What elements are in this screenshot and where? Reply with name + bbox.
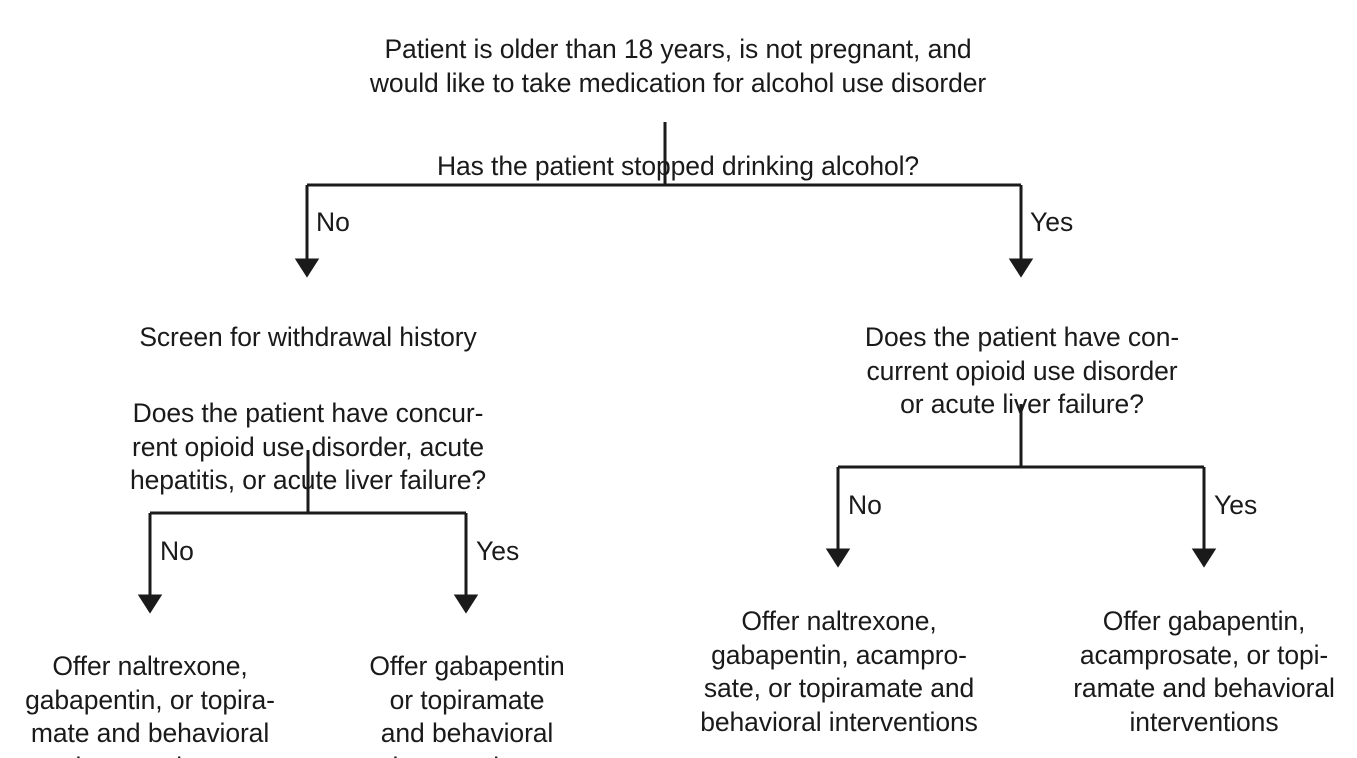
node-outcome-naltrexone-acamprosate: Offer naltrexone, gabapentin, acampro- s…	[664, 572, 1014, 758]
node-outcome-4-text: Offer gabapentin, acamprosate, or topi- …	[1073, 606, 1335, 737]
node-outcome-2-text: Offer gabapentin or topiramate and behav…	[369, 651, 565, 758]
edge-label-left-no: No	[160, 536, 194, 566]
edge-label-root-no: No	[316, 207, 350, 237]
node-outcome-gabapentin-acamprosate: Offer gabapentin, acamprosate, or topi- …	[1034, 572, 1357, 758]
node-outcome-naltrexone-gabapentin-topiramate: Offer naltrexone, gabapentin, or topira-…	[6, 617, 294, 758]
node-screen-withdrawal-question: Does the patient have concur- rent opioi…	[129, 398, 486, 495]
node-root-question: Has the patient stopped drinking alcohol…	[436, 150, 920, 181]
node-root-criteria: Patient is older than 18 years, is not p…	[369, 34, 987, 98]
edge-label-root-yes: Yes	[1030, 207, 1074, 237]
node-concurrent-opioid-question: Does the patient have con- current opioi…	[800, 288, 1244, 455]
node-outcome-3-text: Offer naltrexone, gabapentin, acampro- s…	[700, 606, 978, 737]
node-outcome-gabapentin-topiramate: Offer gabapentin or topiramate and behav…	[327, 617, 607, 758]
node-root: Patient is older than 18 years, is not p…	[278, 0, 1078, 216]
node-screen-withdrawal-instruction: Screen for withdrawal history	[139, 322, 477, 353]
node-concurrent-opioid-question-text: Does the patient have con- current opioi…	[864, 322, 1180, 420]
node-screen-withdrawal: Screen for withdrawal history Does the p…	[58, 288, 558, 531]
node-outcome-1-text: Offer naltrexone, gabapentin, or topira-…	[25, 651, 275, 758]
edge-label-right-no: No	[848, 490, 882, 520]
edge-label-right-yes: Yes	[1214, 490, 1258, 520]
edge-label-left-yes: Yes	[476, 536, 520, 566]
